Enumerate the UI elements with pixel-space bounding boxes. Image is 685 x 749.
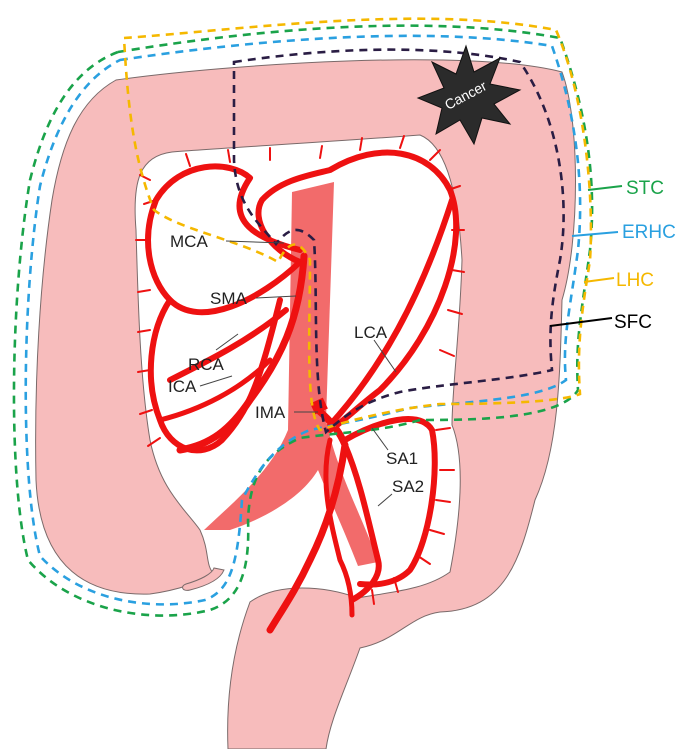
vasa-recta-tick	[139, 409, 153, 415]
colon-body	[35, 59, 576, 749]
lca-leader	[373, 339, 397, 373]
lhc-legend-label: LHC	[616, 270, 654, 291]
vasa-recta-tick	[319, 145, 323, 159]
vasa-recta-tick	[371, 589, 375, 605]
lca-branch	[327, 197, 455, 428]
stc-legend-line	[587, 185, 623, 191]
colon	[35, 59, 576, 749]
rca-branch	[167, 307, 289, 383]
vasa-recta-tick	[447, 185, 461, 191]
sa2-leader	[377, 493, 393, 507]
aorta	[204, 182, 378, 566]
vasa-recta-tick	[447, 309, 463, 315]
mca-label: MCA	[170, 232, 208, 251]
sfc-legend-line	[549, 317, 613, 327]
sa2-branch	[342, 442, 382, 603]
sa1-leader	[371, 427, 389, 451]
vasa-recta-tick	[137, 369, 151, 373]
marginal-arcade	[255, 149, 460, 433]
starburst-icon	[416, 44, 522, 146]
vasa-recta-tick	[227, 149, 231, 163]
resection-lines	[12, 17, 594, 617]
right-arcade	[147, 297, 283, 454]
ima-label: IMA	[255, 403, 286, 422]
arteries	[135, 135, 465, 634]
vasa-recta-tick	[417, 555, 431, 565]
ima-trunk	[266, 406, 349, 634]
vasa-recta-tick	[399, 135, 405, 149]
vasa-recta-tick	[435, 499, 451, 503]
lhc-legend-line	[583, 277, 615, 283]
vasa-recta-tick	[137, 289, 151, 293]
sma-label: SMA	[210, 289, 248, 308]
vasa-recta-tick	[393, 577, 399, 593]
sa1-label: SA1	[386, 449, 418, 468]
ima-origin	[310, 397, 328, 415]
sfc-line	[232, 48, 565, 435]
ica-label: ICA	[168, 377, 197, 396]
vasa-recta-tick	[451, 269, 465, 273]
abdominal-aorta	[204, 182, 378, 566]
lca-label: LCA	[354, 323, 388, 342]
erhc-legend-line	[571, 231, 619, 237]
vasa-recta-tick	[147, 437, 161, 447]
rca-leader	[215, 333, 239, 351]
vasa-recta-tick	[435, 427, 451, 431]
sa1-branch	[342, 416, 438, 588]
sa2-label: SA2	[392, 477, 424, 496]
sma-leader	[255, 295, 297, 299]
lhc-line	[122, 17, 593, 432]
sfc-legend-label: SFC	[614, 312, 652, 333]
sma-trunk	[176, 252, 308, 454]
erhc-line	[24, 34, 582, 606]
mca-leader	[225, 240, 285, 244]
rectal-branch	[323, 437, 355, 618]
erhc-legend-label: ERHC	[622, 222, 676, 243]
vasa-recta-tick	[429, 529, 445, 535]
vasa-recta-tick	[137, 329, 151, 333]
rca-label: RCA	[188, 355, 225, 374]
ica-leader	[199, 375, 233, 387]
tumor: Cancer	[416, 44, 522, 146]
vasa-recta-tick	[185, 153, 191, 167]
resection-legend: STC ERHC LHC SFC	[549, 178, 676, 333]
stc-legend-label: STC	[626, 178, 664, 199]
appendix	[182, 567, 225, 591]
vasa-recta-tick	[439, 349, 455, 357]
ica-branch	[157, 357, 273, 423]
vasa-recta-tick	[429, 149, 441, 161]
vasa-recta-tick	[359, 137, 363, 151]
vessel-labels: MCA SMA RCA ICA LCA IMA SA1 SA2	[168, 232, 424, 507]
stc-line	[12, 24, 594, 617]
